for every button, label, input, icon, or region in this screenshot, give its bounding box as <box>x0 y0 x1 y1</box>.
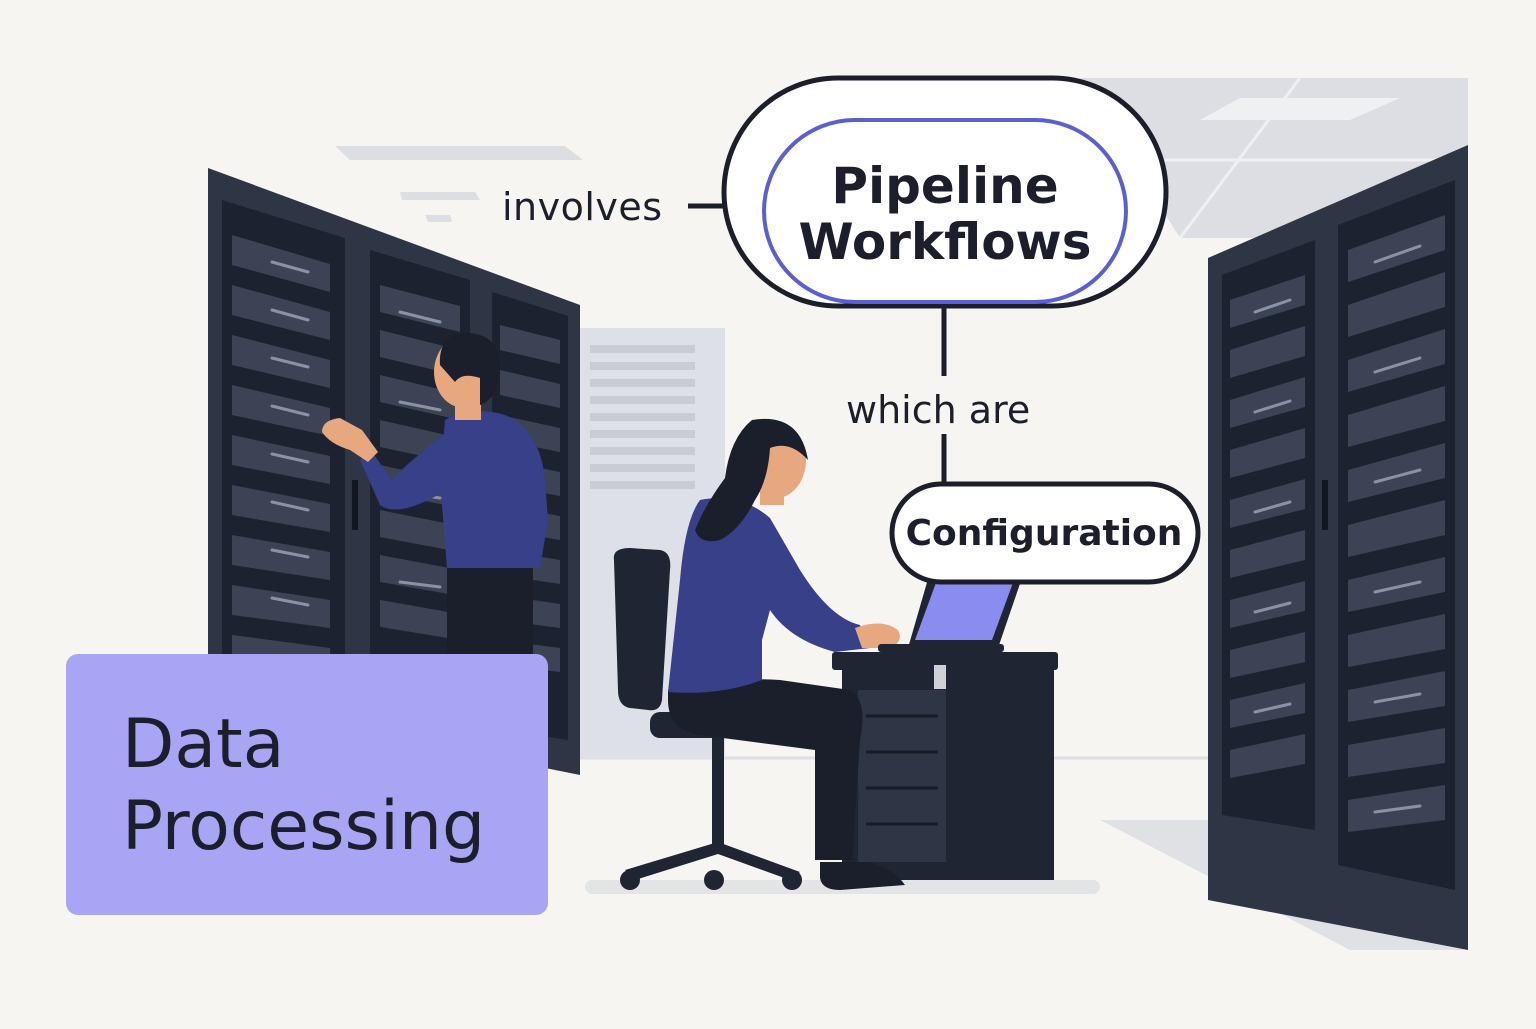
laptop-icon <box>878 572 1024 652</box>
server-rack-right <box>1208 145 1468 950</box>
diagram-connectors <box>688 203 947 484</box>
technician-figure <box>322 332 548 690</box>
pipeline-node-inner <box>762 118 1128 304</box>
configuration-label: Configuration <box>905 513 1183 554</box>
edge-label-which-are: which are <box>846 388 1031 432</box>
desk <box>832 652 1058 880</box>
analyst-figure <box>668 418 905 890</box>
configuration-node <box>889 481 1201 585</box>
edge-label-involves: involves <box>502 185 663 229</box>
